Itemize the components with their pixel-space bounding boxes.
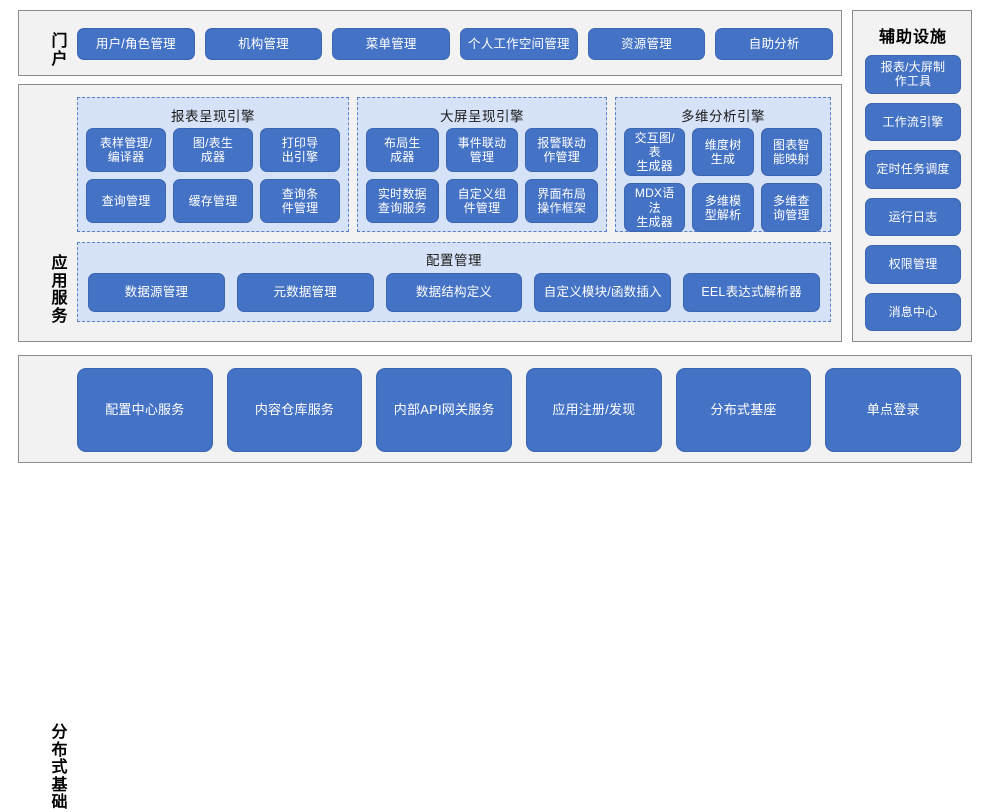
portal-item-resource[interactable]: 资源管理 <box>587 28 706 60</box>
portal-item-menu[interactable]: 菜单管理 <box>332 28 451 60</box>
olap-item-multidim-query-management[interactable]: 多维查 询管理 <box>760 183 822 232</box>
config-item-metadata-management[interactable]: 元数据管理 <box>236 273 374 312</box>
config-item-eel-expression-parser[interactable]: EEL表达式解析器 <box>683 273 820 312</box>
group-title-report-engine: 报表呈现引擎 <box>171 109 255 124</box>
aux-item-message-center[interactable]: 消息中心 <box>865 292 961 331</box>
infra-item-config-center-service[interactable]: 配置中心服务 <box>77 368 213 452</box>
report-item-template-compiler[interactable]: 表样管理/ 编译器 <box>86 128 166 172</box>
infra-item-app-registration-discovery[interactable]: 应用注册/发现 <box>526 368 662 452</box>
group-grid-olap-engine: 交互图/表 生成器 维度树 生成 图表智 能映射 MDX语法 生成器 多维模 型… <box>624 128 822 232</box>
distributed-infrastructure-row: 配置中心服务 内容仓库服务 内部API网关服务 应用注册/发现 分布式基座 单点… <box>77 368 962 452</box>
bigscreen-item-event-linkage-management[interactable]: 事件联动 管理 <box>445 128 519 172</box>
config-item-data-structure-definition[interactable]: 数据结构定义 <box>385 273 523 312</box>
config-item-custom-module-function-insert[interactable]: 自定义模块/函数插入 <box>534 273 672 312</box>
distributed-infrastructure-section-label: 分布式基础 <box>51 724 69 812</box>
olap-item-mdx-syntax-generator[interactable]: MDX语法 生成器 <box>624 183 686 232</box>
portal-item-user-role[interactable]: 用户/角色管理 <box>77 28 195 60</box>
group-grid-bigscreen-engine: 布局生 成器 事件联动 管理 报警联动 作管理 实时数据 查询服务 自定义组 件… <box>366 128 598 223</box>
olap-item-chart-smart-mapping[interactable]: 图表智 能映射 <box>760 128 822 177</box>
application-service-panel: 应用服务 报表呈现引擎 表样管理/ 编译器 图/表生 成器 打印导 出引擎 查询… <box>18 84 842 342</box>
auxiliary-facilities-title: 辅助设施 <box>878 29 947 46</box>
portal-panel: 门户 用户/角色管理 机构管理 菜单管理 个人工作空间管理 资源管理 自助分析 <box>18 10 842 76</box>
configuration-management-row: 数据源管理 元数据管理 数据结构定义 自定义模块/函数插入 EEL表达式解析器 <box>88 273 820 312</box>
olap-item-dimension-tree-generation[interactable]: 维度树 生成 <box>692 128 754 177</box>
report-item-cache-management[interactable]: 缓存管理 <box>173 179 253 223</box>
group-title-configuration-management: 配置管理 <box>426 253 482 268</box>
report-item-query-condition-management[interactable]: 查询条 件管理 <box>260 179 340 223</box>
group-configuration-management: 配置管理 数据源管理 元数据管理 数据结构定义 自定义模块/函数插入 EEL表达… <box>77 242 831 322</box>
bigscreen-item-custom-component-management[interactable]: 自定义组 件管理 <box>445 179 519 223</box>
aux-item-workflow-engine[interactable]: 工作流引擎 <box>865 102 961 141</box>
report-item-print-export-engine[interactable]: 打印导 出引擎 <box>260 128 340 172</box>
group-bigscreen-presentation-engine: 大屏呈现引擎 布局生 成器 事件联动 管理 报警联动 作管理 实时数据 查询服务… <box>357 97 607 232</box>
portal-item-personal-workspace[interactable]: 个人工作空间管理 <box>460 28 578 60</box>
infra-item-content-repository-service[interactable]: 内容仓库服务 <box>226 368 363 452</box>
bigscreen-item-realtime-data-query-service[interactable]: 实时数据 查询服务 <box>366 179 439 223</box>
bigscreen-item-ui-layout-framework[interactable]: 界面布局 操作框架 <box>525 179 598 223</box>
group-grid-report-engine: 表样管理/ 编译器 图/表生 成器 打印导 出引擎 查询管理 缓存管理 查询条 … <box>86 128 340 223</box>
distributed-infrastructure-panel: 分布式基础 配置中心服务 内容仓库服务 内部API网关服务 应用注册/发现 分布… <box>18 355 972 811</box>
aux-item-permission-management[interactable]: 权限管理 <box>865 245 961 284</box>
report-item-chart-table-generator[interactable]: 图/表生 成器 <box>173 128 253 172</box>
portal-item-organization[interactable]: 机构管理 <box>204 28 323 60</box>
config-item-datasource-management[interactable]: 数据源管理 <box>88 273 225 312</box>
auxiliary-facilities-panel: 辅助设施 报表/大屏制 作工具 工作流引擎 定时任务调度 运行日志 权限管理 消… <box>852 10 972 342</box>
infra-item-internal-api-gateway-service[interactable]: 内部API网关服务 <box>376 368 513 452</box>
infra-item-distributed-base[interactable]: 分布式基座 <box>675 368 812 452</box>
aux-item-report-screen-tool[interactable]: 报表/大屏制 作工具 <box>865 55 961 94</box>
report-item-query-management[interactable]: 查询管理 <box>86 179 166 223</box>
auxiliary-facilities-list: 报表/大屏制 作工具 工作流引擎 定时任务调度 运行日志 权限管理 消息中心 <box>865 55 961 331</box>
group-report-presentation-engine: 报表呈现引擎 表样管理/ 编译器 图/表生 成器 打印导 出引擎 查询管理 缓存… <box>77 97 349 232</box>
aux-item-scheduled-task[interactable]: 定时任务调度 <box>865 150 961 189</box>
group-title-olap-engine: 多维分析引擎 <box>681 109 765 124</box>
olap-item-interactive-chart-table-generator[interactable]: 交互图/表 生成器 <box>624 128 686 177</box>
portal-item-self-service-analysis[interactable]: 自助分析 <box>715 28 834 60</box>
infra-item-single-sign-on[interactable]: 单点登录 <box>825 368 962 452</box>
portal-button-row: 用户/角色管理 机构管理 菜单管理 个人工作空间管理 资源管理 自助分析 <box>77 23 834 65</box>
group-multidimensional-analysis-engine: 多维分析引擎 交互图/表 生成器 维度树 生成 图表智 能映射 MDX语法 生成… <box>615 97 831 232</box>
olap-item-multidim-model-parsing[interactable]: 多维模 型解析 <box>692 183 754 232</box>
portal-section-label: 门户 <box>51 33 69 68</box>
bigscreen-item-alarm-linkage-action-management[interactable]: 报警联动 作管理 <box>525 128 598 172</box>
application-service-section-label: 应用服务 <box>51 255 69 325</box>
bigscreen-item-layout-generator[interactable]: 布局生 成器 <box>366 128 439 172</box>
group-title-bigscreen-engine: 大屏呈现引擎 <box>440 109 524 124</box>
aux-item-runtime-log[interactable]: 运行日志 <box>865 197 961 236</box>
